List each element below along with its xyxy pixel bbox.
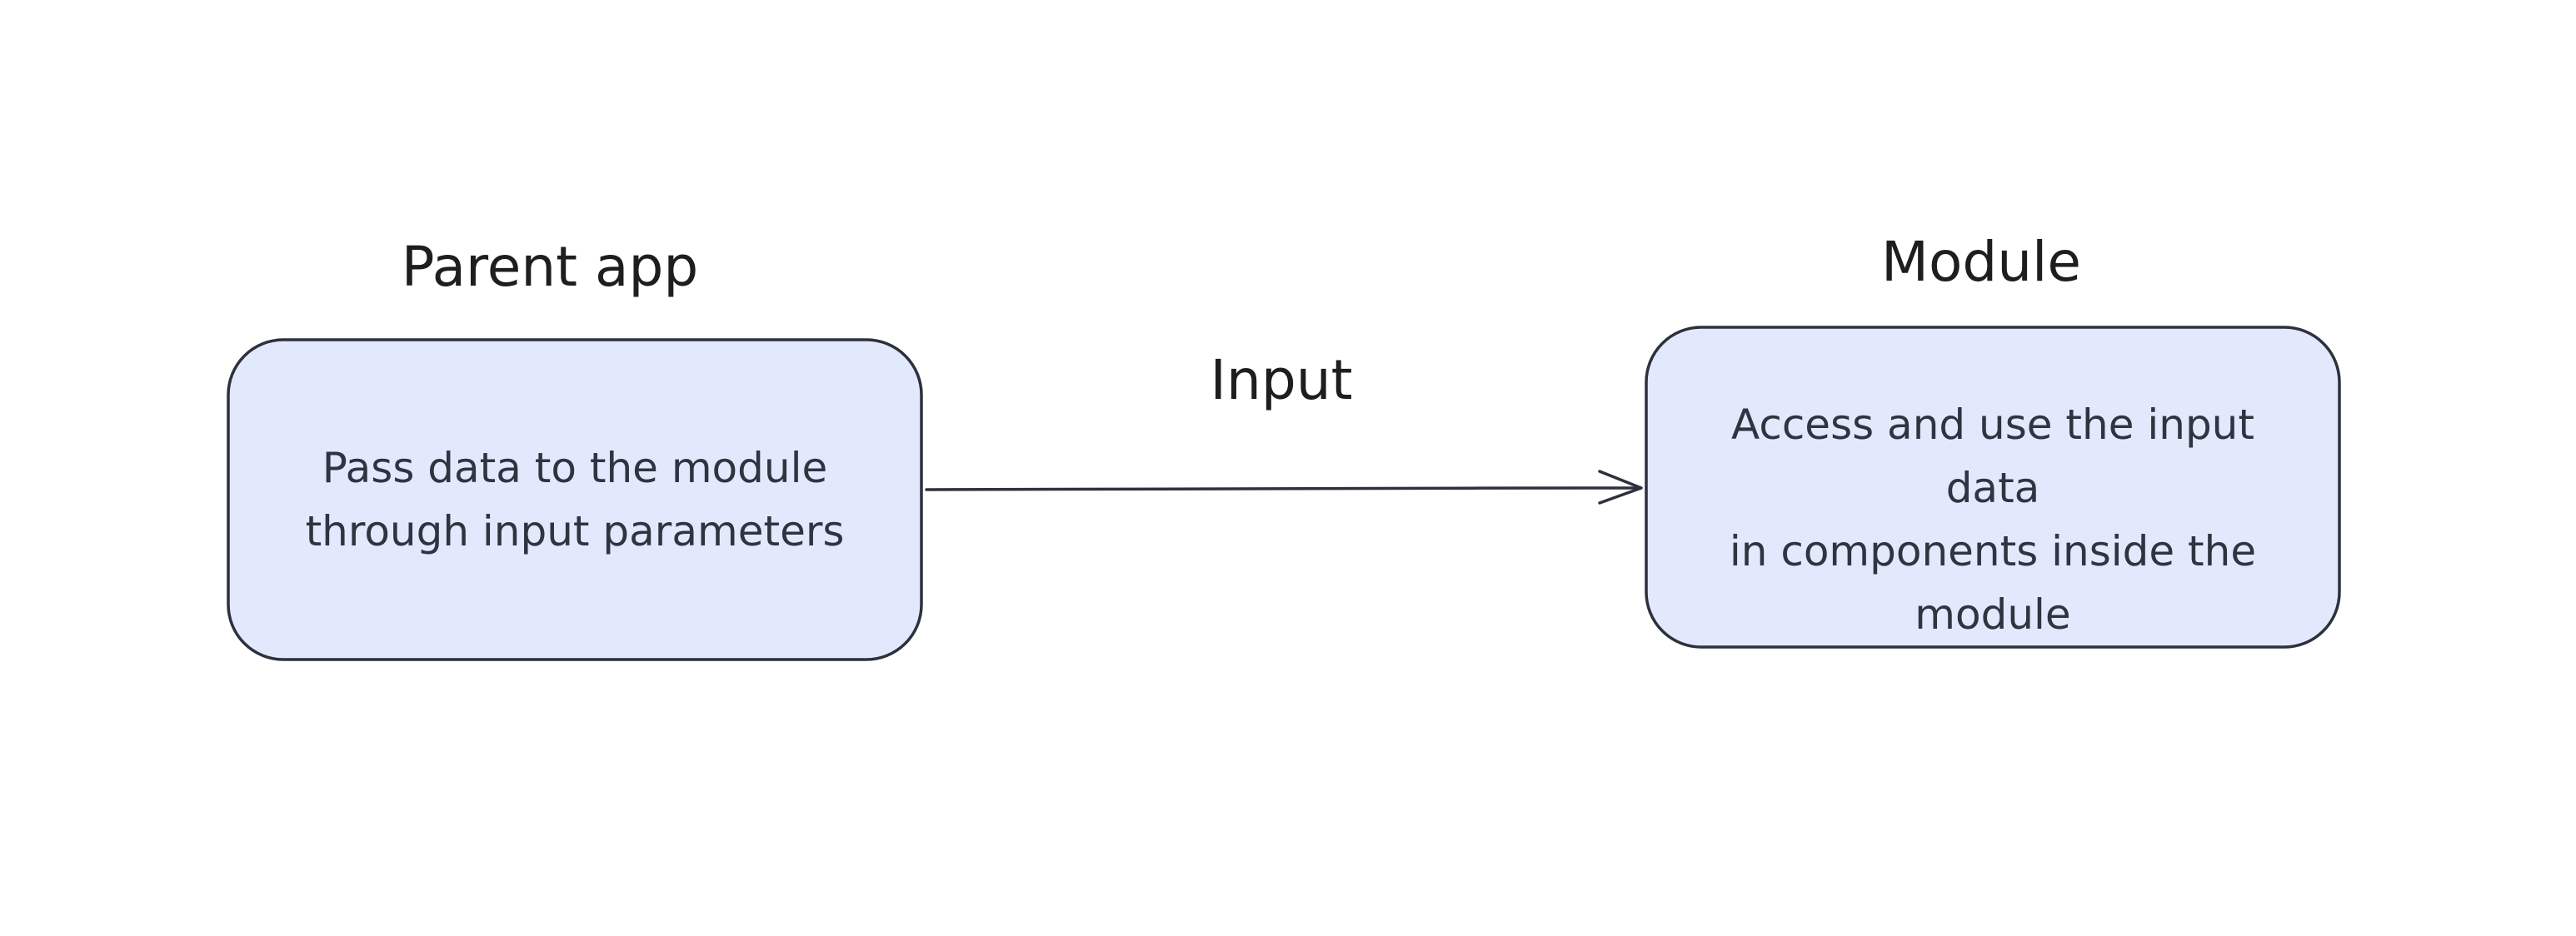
input-arrow-line [925, 486, 1641, 491]
module-box-text: Access and use the input data in compone… [1701, 393, 2284, 646]
module-box-line-2: in components inside the [1729, 527, 2257, 575]
module-box-line-3: module [1915, 590, 2071, 639]
module-box [1645, 326, 2341, 649]
module-title: Module [1881, 230, 2081, 294]
parent-app-box [227, 338, 923, 661]
input-edge-label: Input [1210, 348, 1353, 412]
parent-box-text: Pass data to the module through input pa… [306, 436, 845, 563]
parent-app-title: Parent app [401, 235, 699, 299]
parent-box-line-1: Pass data to the module [322, 444, 828, 492]
module-box-line-1: Access and use the input data [1731, 401, 2254, 512]
input-arrow-head [1598, 470, 1643, 505]
parent-box-line-2: through input parameters [305, 507, 845, 555]
